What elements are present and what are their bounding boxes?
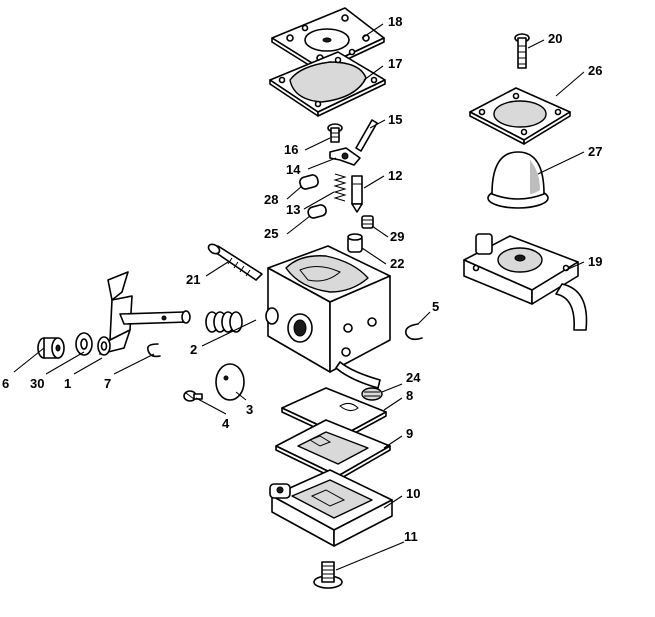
callout-20: 20 [548, 31, 562, 46]
callout-15: 15 [388, 112, 402, 127]
callout-4: 4 [222, 416, 230, 431]
callout-6: 6 [2, 376, 9, 391]
part-21-screw [207, 243, 263, 281]
part-4-screw [183, 390, 203, 402]
callout-3: 3 [246, 402, 253, 417]
part-15-pin [355, 119, 378, 152]
part-28-pad [299, 174, 319, 190]
part-19-housing [463, 233, 588, 331]
part-22-sleeve [347, 233, 363, 253]
part-14-lever [329, 147, 361, 166]
callout-18: 18 [388, 14, 402, 29]
callout-10: 10 [406, 486, 420, 501]
part-11-screw [313, 561, 343, 589]
callout-25: 25 [264, 226, 278, 241]
callout-labels: 18 17 16 15 14 12 28 13 25 29 22 21 20 2… [2, 14, 602, 544]
part-5-circlip [404, 323, 423, 341]
part-26-gasket [469, 87, 571, 145]
callout-8: 8 [406, 388, 413, 403]
callout-11: 11 [404, 529, 418, 544]
callout-14: 14 [286, 162, 301, 177]
part-6-nipple [37, 337, 65, 359]
part-3-throttle-plate [215, 363, 245, 401]
part-13-spring [333, 173, 347, 202]
callout-30: 30 [30, 376, 44, 391]
part-2-spring [205, 311, 243, 333]
part-9-gasket [275, 419, 391, 481]
part-10-cover [269, 469, 393, 547]
part-24-strainer [361, 387, 383, 401]
part-18-diaphragm [271, 7, 385, 73]
part-1-throttle-shaft [99, 271, 191, 355]
callout-24: 24 [406, 370, 421, 385]
part-12-needle [351, 175, 363, 213]
part-17-gasket [269, 51, 386, 117]
callout-19: 19 [588, 254, 602, 269]
callout-21: 21 [186, 272, 200, 287]
part-27-bulb [487, 151, 549, 209]
callout-29: 29 [390, 229, 404, 244]
callout-9: 9 [406, 426, 413, 441]
callout-12: 12 [388, 168, 402, 183]
callout-16: 16 [284, 142, 298, 157]
callout-2: 2 [190, 342, 197, 357]
callout-22: 22 [390, 256, 404, 271]
callout-28: 28 [264, 192, 278, 207]
part-16-screw [327, 123, 343, 143]
part-29-spring [361, 215, 374, 229]
callout-17: 17 [388, 56, 402, 71]
leader-lines [13, 23, 585, 571]
part-30-washer [75, 332, 93, 356]
part-7-circlip [146, 343, 161, 358]
carburetor-body [265, 245, 391, 389]
part-20-screw [514, 33, 530, 69]
callout-7: 7 [104, 376, 111, 391]
callout-27: 27 [588, 144, 602, 159]
callout-5: 5 [432, 299, 439, 314]
callout-26: 26 [588, 63, 602, 78]
part-1-washer [97, 336, 111, 356]
callout-13: 13 [286, 202, 300, 217]
part-25-pad [307, 204, 327, 219]
callout-1: 1 [64, 376, 71, 391]
